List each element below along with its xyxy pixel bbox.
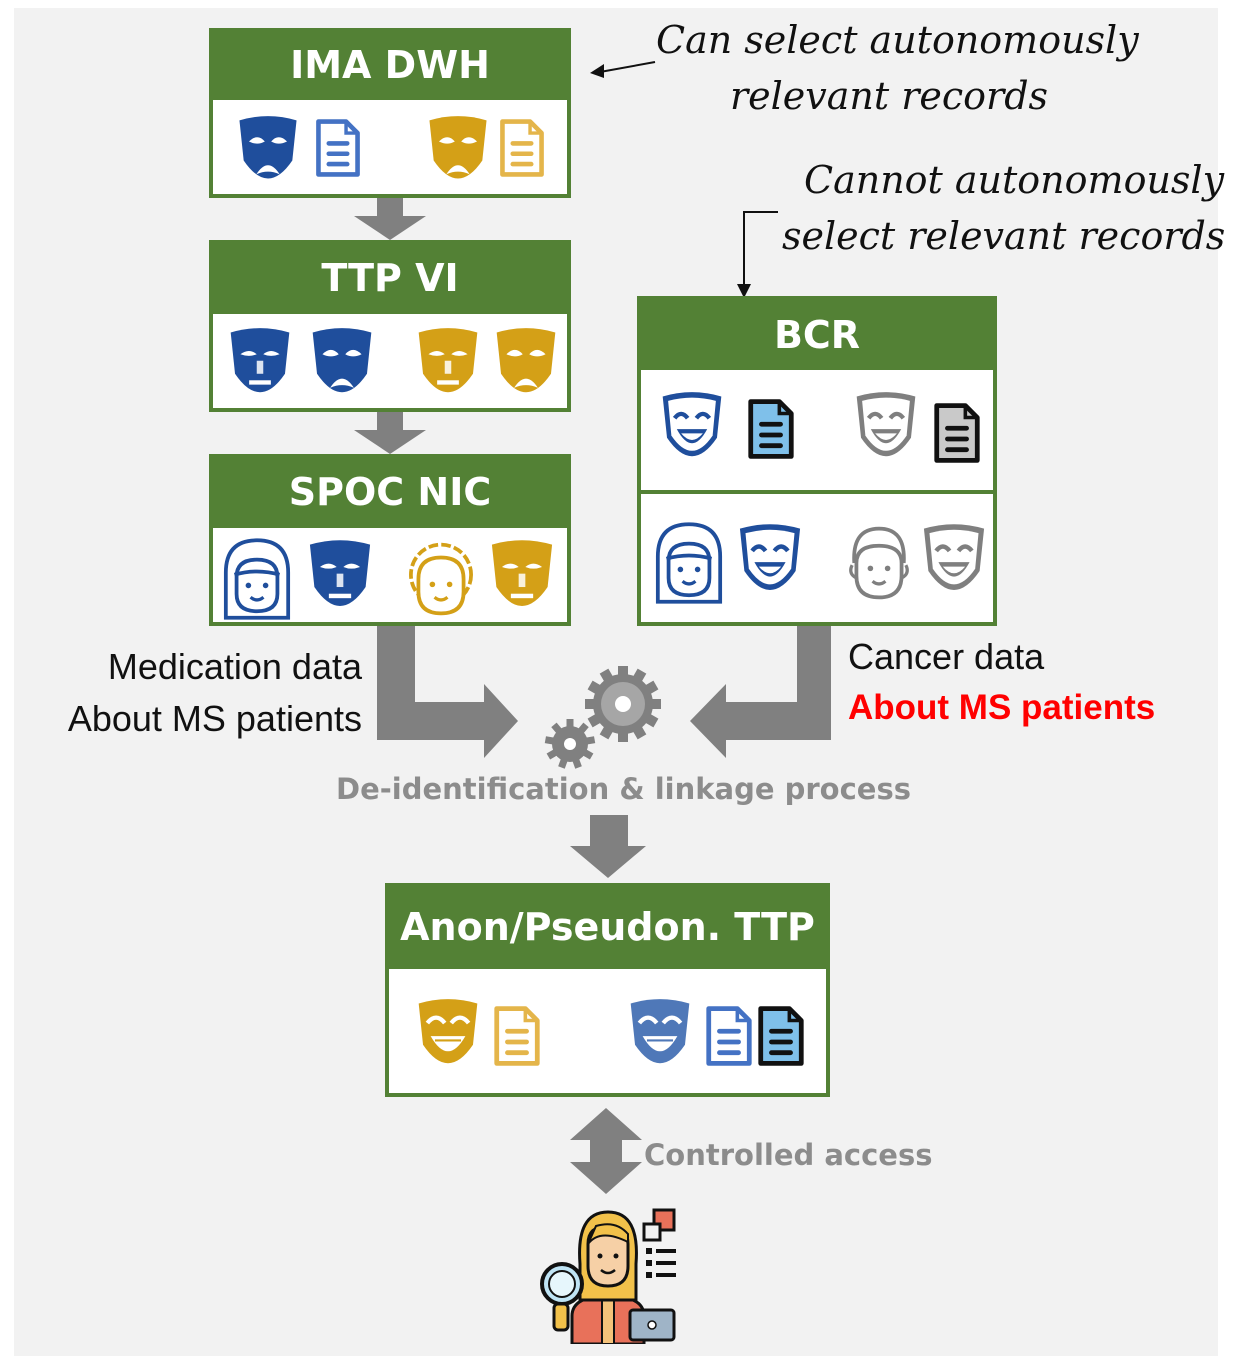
can-select-note-line2: relevant records bbox=[730, 74, 1049, 118]
anon-pseudon-ttp-title: Anon/Pseudon. TTP bbox=[389, 887, 826, 969]
steel-blue-happy-mask-icon bbox=[627, 997, 693, 1073]
girl-face-icon bbox=[651, 520, 727, 606]
blue-neutral-mask-icon bbox=[305, 538, 375, 616]
annotation-arrow-can-select bbox=[590, 61, 656, 78]
anon-pseudon-ttp-box: Anon/Pseudon. TTP bbox=[385, 883, 830, 1097]
process-label: De-identification & linkage process bbox=[336, 772, 911, 806]
can-select-note-line1: Can select autonomously bbox=[656, 18, 1139, 62]
researcher-icon bbox=[540, 1208, 676, 1344]
gold-document-icon bbox=[493, 1005, 541, 1067]
light-blue-document-icon bbox=[747, 398, 795, 460]
arrow-controlled-access bbox=[570, 1108, 642, 1194]
medication-about-ms-label: About MS patients bbox=[67, 698, 362, 739]
bcr-box: BCR bbox=[637, 296, 997, 626]
gold-happy-mask-icon bbox=[415, 997, 481, 1073]
arrow-ima-to-ttp bbox=[354, 198, 426, 240]
gold-neutral-mask-icon bbox=[413, 326, 483, 402]
ttp-vi-title: TTP VI bbox=[213, 244, 567, 314]
bcr-people-row bbox=[641, 494, 993, 626]
ttp-vi-contents bbox=[213, 314, 567, 412]
gold-sad-mask-icon bbox=[491, 326, 561, 402]
ima-dwh-title: IMA DWH bbox=[213, 32, 567, 100]
controlled-access-label: Controlled access bbox=[644, 1138, 933, 1172]
cannot-select-note-line2: select relevant records bbox=[782, 214, 1226, 258]
ima-dwh-box: IMA DWH bbox=[209, 28, 571, 198]
annotation-arrow-cannot-select bbox=[737, 211, 778, 298]
arrow-spoc-to-process bbox=[377, 625, 518, 758]
arrow-bcr-to-process bbox=[690, 626, 831, 758]
gold-document-icon bbox=[499, 118, 545, 178]
light-blue-document-icon bbox=[757, 1005, 805, 1067]
anon-pseudon-ttp-contents bbox=[389, 969, 826, 1097]
medication-data-label: Medication data bbox=[107, 646, 362, 687]
blue-laughing-mask-icon bbox=[735, 522, 805, 600]
blue-document-icon bbox=[705, 1005, 753, 1067]
blue-sad-mask-icon bbox=[235, 114, 301, 188]
gray-laughing-mask-icon bbox=[853, 390, 919, 466]
ttp-vi-box: TTP VI bbox=[209, 240, 571, 412]
spoc-nic-box: SPOC NIC bbox=[209, 454, 571, 626]
spoc-nic-contents bbox=[213, 528, 567, 626]
gold-neutral-mask-icon bbox=[487, 538, 557, 616]
blue-sad-mask-icon bbox=[307, 326, 377, 402]
blue-neutral-mask-icon bbox=[225, 326, 295, 402]
cancer-about-ms-label: About MS patients bbox=[848, 688, 1156, 727]
bcr-title: BCR bbox=[641, 300, 993, 370]
blue-document-icon bbox=[315, 118, 361, 178]
curly-face-icon bbox=[403, 536, 479, 622]
arrow-process-to-anon bbox=[570, 815, 646, 878]
man-face-icon bbox=[841, 520, 917, 606]
arrow-ttp-to-spoc bbox=[354, 412, 426, 454]
cannot-select-note-line1: Cannot autonomously bbox=[804, 158, 1225, 202]
cancer-data-label: Cancer data bbox=[848, 636, 1045, 677]
ima-dwh-contents bbox=[213, 100, 567, 198]
gray-document-icon bbox=[933, 402, 981, 464]
gray-laughing-mask-icon bbox=[919, 522, 989, 600]
bcr-records-row bbox=[641, 370, 993, 494]
gear-icon bbox=[544, 666, 661, 769]
spoc-nic-title: SPOC NIC bbox=[213, 458, 567, 528]
girl-face-icon bbox=[219, 536, 295, 622]
blue-laughing-mask-icon bbox=[659, 390, 725, 466]
gold-sad-mask-icon bbox=[425, 114, 491, 188]
